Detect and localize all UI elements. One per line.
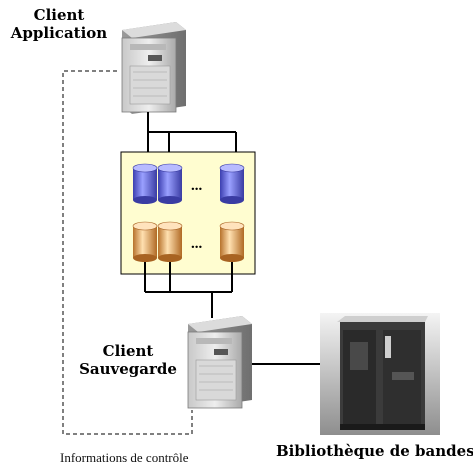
disk-row-orange: ... <box>132 221 245 262</box>
client-application-line1: Client <box>33 6 85 24</box>
orange-disk-icon <box>157 221 183 262</box>
control-info-label: Informations de contrôle <box>60 450 189 465</box>
blue-disk-icon <box>219 163 245 204</box>
client-application-label: Client Application <box>0 6 118 42</box>
disk-row-ellipsis: ... <box>191 236 203 252</box>
san-bottom-links <box>144 262 233 318</box>
tape-library-icon <box>320 313 440 435</box>
disk-row-blue: ... <box>132 163 245 204</box>
blue-disk-icon <box>157 163 183 204</box>
blue-disk-icon <box>132 163 158 204</box>
client-sauvegarde-label: Client Sauvegarde <box>72 342 184 378</box>
orange-disk-icon <box>132 221 158 262</box>
client-sauvegarde-server-icon <box>187 316 252 409</box>
orange-disk-icon <box>219 221 245 262</box>
tape-library-label: Bibliothèque de bandes <box>276 442 473 460</box>
control-info-dashed-line <box>62 70 193 435</box>
client-application-server-icon <box>121 22 186 114</box>
client-sauvegarde-line1: Client <box>102 342 154 360</box>
disk-row-ellipsis: ... <box>191 178 203 194</box>
client-sauvegarde-line2: Sauvegarde <box>79 360 177 378</box>
client-application-line2: Application <box>10 24 108 42</box>
